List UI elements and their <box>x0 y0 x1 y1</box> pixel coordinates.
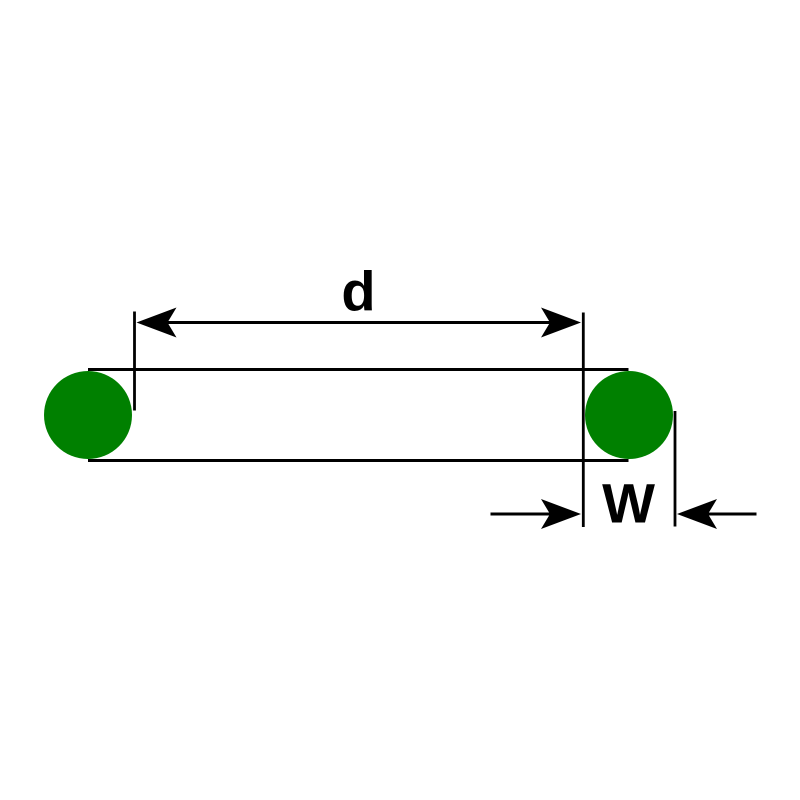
svg-text:d: d <box>341 260 375 323</box>
svg-text:W: W <box>602 472 655 535</box>
